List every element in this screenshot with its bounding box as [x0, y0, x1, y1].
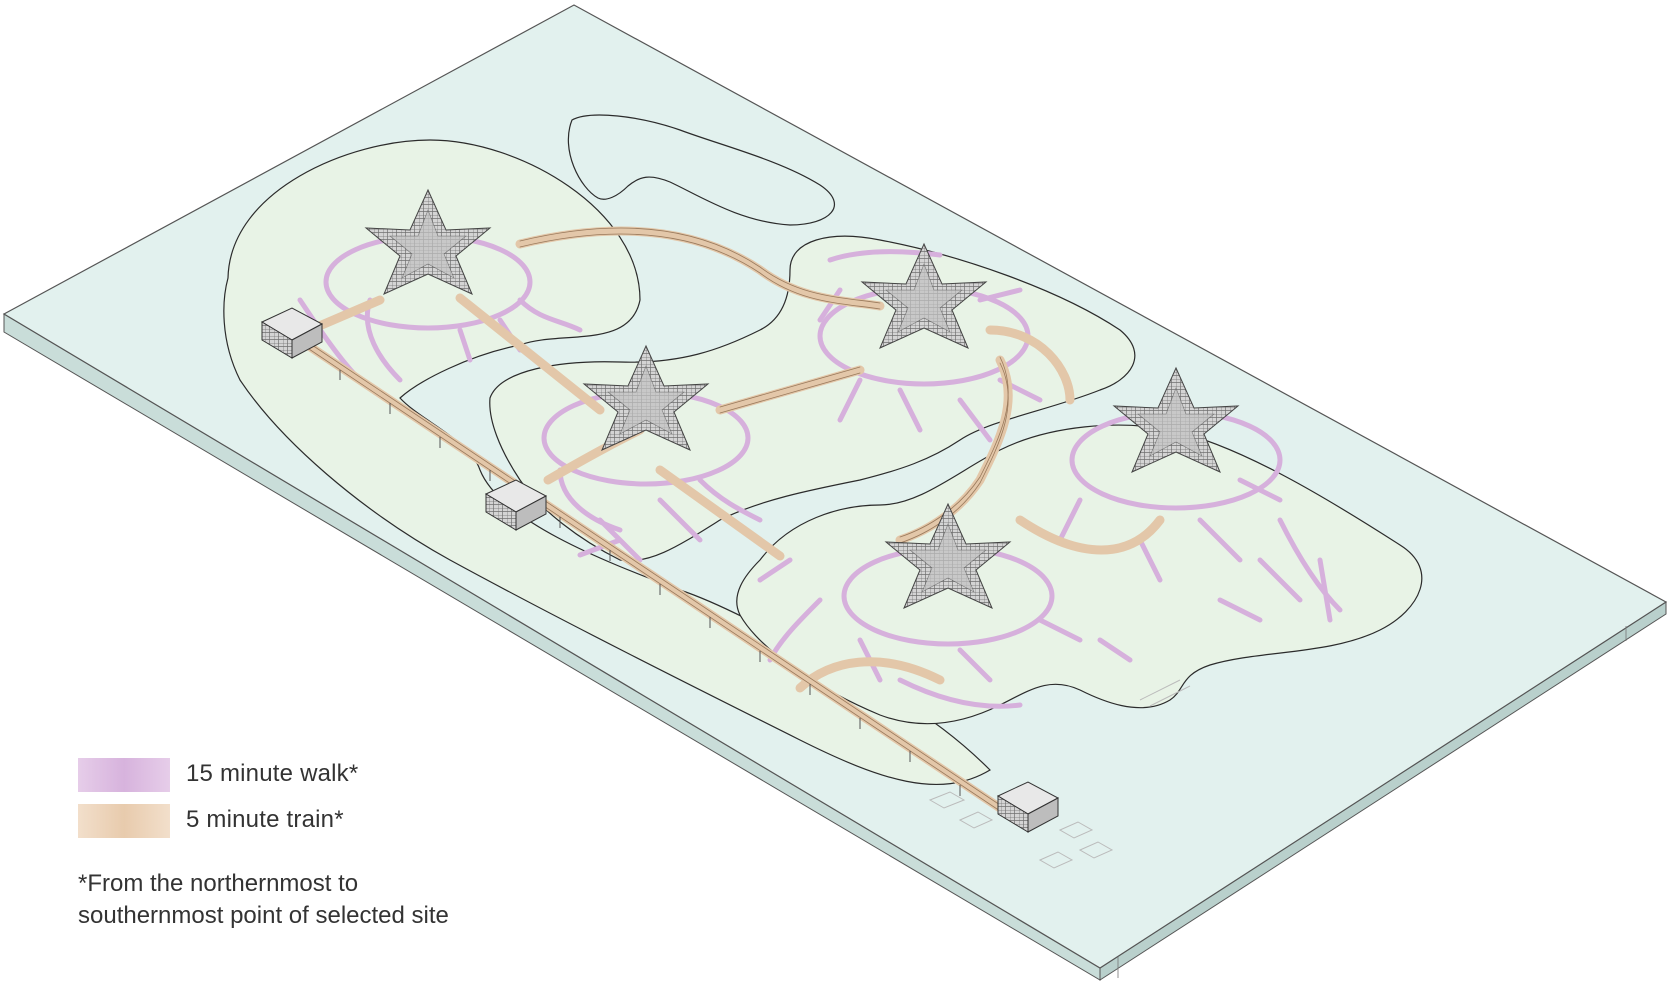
building-cluster-1	[364, 188, 492, 295]
legend-item-train: 5 minute train*	[78, 804, 478, 838]
footnote-line-1: *From the northernmost to	[78, 870, 359, 897]
ground-outlines-south	[928, 679, 1191, 869]
land-mass-north	[567, 114, 835, 226]
building-cluster-4	[1112, 366, 1240, 473]
walk-path-c	[817, 249, 1043, 443]
building-cluster-3	[860, 242, 988, 349]
station-north	[260, 307, 324, 359]
train-swatch	[78, 804, 170, 838]
walk-path-a	[297, 297, 583, 383]
legend-label-walk: 15 minute walk*	[186, 760, 359, 787]
building-cluster-2	[582, 344, 710, 451]
train-branch-a	[455, 293, 865, 561]
legend-item-walk: 15 minute walk*	[78, 758, 478, 792]
walk-path-b	[557, 467, 763, 563]
train-loop	[515, 226, 1165, 555]
land-mass-east	[736, 424, 1423, 725]
walk-swatch	[78, 758, 170, 792]
land-areas	[223, 114, 1423, 786]
viaduct-piers	[339, 370, 961, 796]
walk-path-d	[1057, 477, 1343, 623]
footnote-line-2: southernmost point of selected site	[78, 902, 449, 929]
legend-footnote: *From the northernmost to southernmost p…	[78, 868, 638, 932]
building-cluster-5	[884, 502, 1012, 609]
station-south	[996, 781, 1060, 833]
legend-label-train: 5 minute train*	[186, 806, 344, 833]
station-middle	[484, 479, 548, 531]
train-line-main	[295, 335, 1005, 813]
